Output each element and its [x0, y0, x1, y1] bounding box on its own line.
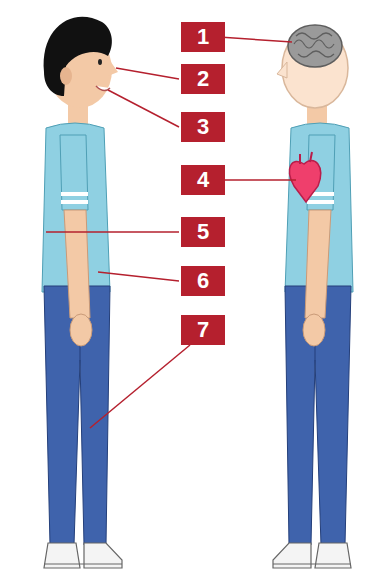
callout-number: 4	[181, 165, 225, 195]
callout-number: 3	[181, 112, 225, 142]
callout-number: 6	[181, 266, 225, 296]
callout-number: 2	[181, 64, 225, 94]
callout-number: 1	[181, 22, 225, 52]
callout-number: 5	[181, 217, 225, 247]
callout-number: 7	[181, 315, 225, 345]
